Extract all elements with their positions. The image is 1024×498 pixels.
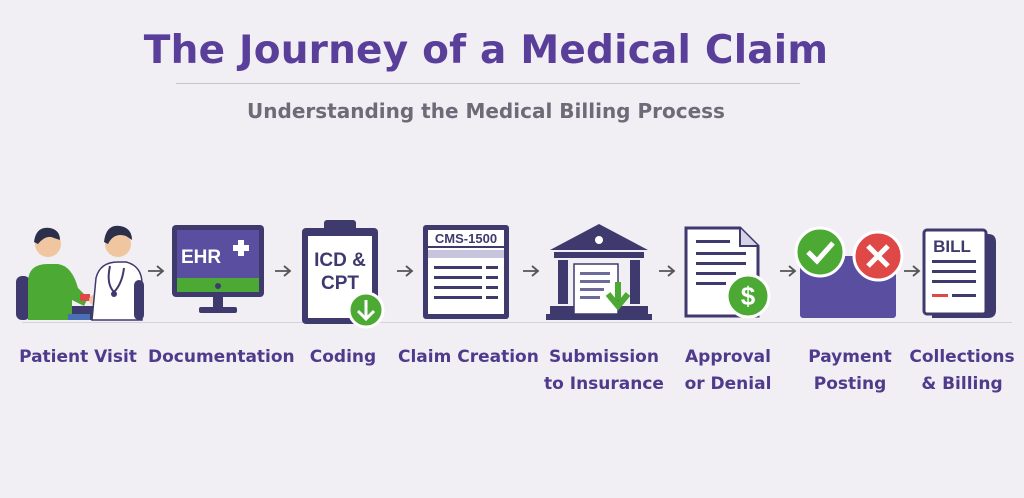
ground-line bbox=[22, 322, 1012, 323]
dollar-sign: $ bbox=[741, 281, 756, 311]
clipboard-icon: ICD & CPT bbox=[302, 220, 385, 329]
arrow-icon bbox=[275, 265, 292, 277]
page-subtitle: Understanding the Medical Billing Proces… bbox=[247, 99, 725, 123]
document-dollar-icon: $ bbox=[684, 226, 771, 319]
claim-form-icon: CMS-1500 bbox=[423, 225, 509, 319]
arrow-icon bbox=[780, 265, 797, 277]
patient-doctor-icon bbox=[16, 225, 144, 321]
title-divider bbox=[176, 83, 800, 84]
page-title: The Journey of a Medical Claim bbox=[143, 28, 829, 73]
check-cross-icon bbox=[794, 226, 904, 318]
step-label-coding: Coding bbox=[309, 347, 377, 367]
arrow-icon bbox=[659, 265, 676, 277]
step-label-collections: Collections& Billing bbox=[909, 347, 1015, 394]
ehr-monitor-icon: EHR bbox=[172, 225, 264, 313]
form-text: CMS-1500 bbox=[435, 231, 497, 246]
coding-text-line2: CPT bbox=[321, 273, 359, 294]
ehr-text: EHR bbox=[181, 247, 221, 268]
arrow-icon bbox=[397, 265, 414, 277]
bill-text: BILL bbox=[933, 237, 971, 256]
step-label-documentation: Documentation bbox=[148, 347, 295, 367]
coding-text-line1: ICD & bbox=[314, 250, 366, 271]
arrow-icon bbox=[904, 265, 921, 277]
bill-icon: BILL bbox=[922, 228, 996, 318]
step-label-patient-visit: Patient Visit bbox=[19, 347, 137, 367]
arrow-icon bbox=[148, 265, 165, 277]
step-label-claim-creation: Claim Creation bbox=[398, 347, 539, 367]
arrow-icon bbox=[523, 265, 540, 277]
insurance-building-icon bbox=[546, 224, 652, 320]
